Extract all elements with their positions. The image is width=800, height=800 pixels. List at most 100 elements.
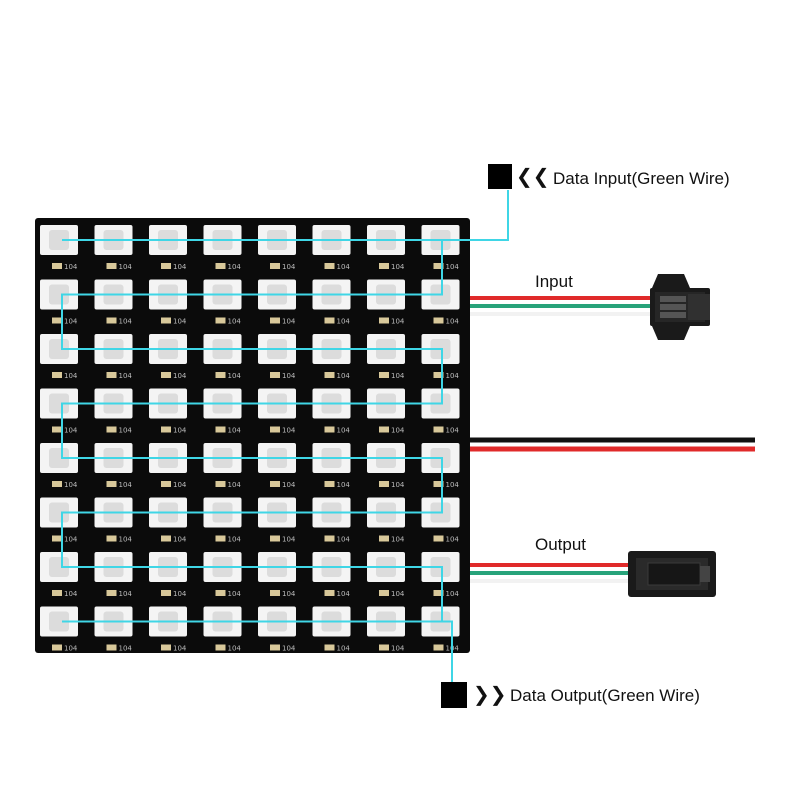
capacitor — [270, 481, 280, 487]
led-pixel: 104 — [421, 443, 460, 489]
data-output-label: Data Output(Green Wire) — [510, 686, 700, 705]
led-pixel: 104 — [40, 443, 78, 489]
pcb-board — [35, 218, 470, 653]
input-wire-bundle — [470, 296, 655, 316]
led-code-label: 104 — [173, 263, 187, 271]
led-code-label: 104 — [391, 590, 405, 598]
led-code-label: 104 — [173, 372, 187, 380]
led-code-label: 104 — [391, 645, 405, 653]
led-code-label: 104 — [64, 481, 78, 489]
led-pixel: 104 — [40, 225, 78, 271]
capacitor — [215, 426, 226, 433]
led-code-label: 104 — [282, 372, 296, 380]
led-code-label: 104 — [64, 263, 78, 271]
led-code-label: 104 — [228, 536, 242, 544]
led-code-label: 104 — [282, 318, 296, 326]
capacitor — [379, 372, 389, 378]
led-code-label: 104 — [228, 372, 242, 380]
led-lens — [49, 611, 69, 632]
capacitor — [161, 372, 171, 378]
led-code-label: 104 — [64, 427, 78, 435]
led-code-label: 104 — [173, 318, 187, 326]
data-signal-line — [61, 190, 509, 682]
led-code-label: 104 — [446, 263, 460, 271]
led-code-label: 104 — [446, 590, 460, 598]
input-label: Input — [535, 272, 573, 291]
capacitor — [433, 372, 444, 378]
led-lens — [49, 339, 69, 359]
led-code-label: 104 — [173, 645, 187, 653]
capacitor — [161, 481, 171, 487]
data-input-marker — [488, 164, 512, 189]
output-connector — [628, 551, 716, 597]
led-code-label: 104 — [337, 372, 351, 380]
capacitor — [106, 263, 117, 269]
led-code-label: 104 — [282, 536, 296, 544]
led-code-label: 104 — [119, 318, 133, 326]
led-code-label: 104 — [282, 263, 296, 271]
led-code-label: 104 — [337, 263, 351, 271]
capacitor — [379, 644, 389, 651]
led-code-label: 104 — [282, 481, 296, 489]
capacitor — [433, 535, 444, 542]
capacitor — [324, 481, 335, 487]
led-code-label: 104 — [391, 263, 405, 271]
capacitor — [270, 644, 280, 651]
capacitor — [379, 317, 389, 324]
capacitor — [215, 263, 226, 269]
capacitor — [324, 263, 335, 269]
capacitor — [161, 426, 171, 433]
capacitor — [161, 644, 171, 651]
led-code-label: 104 — [119, 481, 133, 489]
capacitor — [324, 644, 335, 651]
led-code-label: 104 — [337, 481, 351, 489]
led-code-label: 104 — [64, 372, 78, 380]
led-code-label: 104 — [119, 263, 133, 271]
capacitor — [270, 263, 280, 269]
led-pixel: 104 — [40, 334, 78, 380]
capacitor — [52, 590, 62, 596]
led-code-label: 104 — [446, 427, 460, 435]
led-code-label: 104 — [173, 590, 187, 598]
output-wire-bundle — [470, 563, 635, 583]
led-code-label: 104 — [228, 263, 242, 271]
input-connector — [650, 274, 710, 340]
led-code-label: 104 — [64, 590, 78, 598]
led-code-label: 104 — [337, 318, 351, 326]
led-code-label: 104 — [391, 481, 405, 489]
capacitor — [324, 426, 335, 433]
led-code-label: 104 — [119, 645, 133, 653]
led-code-label: 104 — [337, 645, 351, 653]
led-code-label: 104 — [337, 427, 351, 435]
led-code-label: 104 — [64, 318, 78, 326]
led-pixel: 104 — [40, 606, 78, 653]
power-wire-pair — [470, 437, 755, 452]
capacitor — [270, 590, 280, 596]
capacitor — [379, 535, 389, 542]
led-code-label: 104 — [446, 372, 460, 380]
led-code-label: 104 — [173, 481, 187, 489]
capacitor — [215, 372, 226, 378]
led-lens — [49, 502, 69, 523]
led-lens — [49, 448, 69, 468]
led-code-label: 104 — [391, 536, 405, 544]
led-code-label: 104 — [119, 536, 133, 544]
led-pixel: 104 — [40, 279, 78, 326]
capacitor — [215, 590, 226, 596]
capacitor — [161, 317, 171, 324]
capacitor — [106, 372, 117, 378]
capacitor — [379, 590, 389, 596]
led-pixel: 104 — [40, 497, 78, 544]
capacitor — [106, 535, 117, 542]
led-code-label: 104 — [337, 536, 351, 544]
capacitor — [106, 317, 117, 324]
led-code-label: 104 — [228, 318, 242, 326]
led-code-label: 104 — [119, 590, 133, 598]
led-code-label: 104 — [119, 372, 133, 380]
capacitor — [433, 481, 444, 487]
led-code-label: 104 — [446, 536, 460, 544]
capacitor — [52, 644, 62, 651]
capacitor — [433, 426, 444, 433]
led-code-label: 104 — [228, 590, 242, 598]
